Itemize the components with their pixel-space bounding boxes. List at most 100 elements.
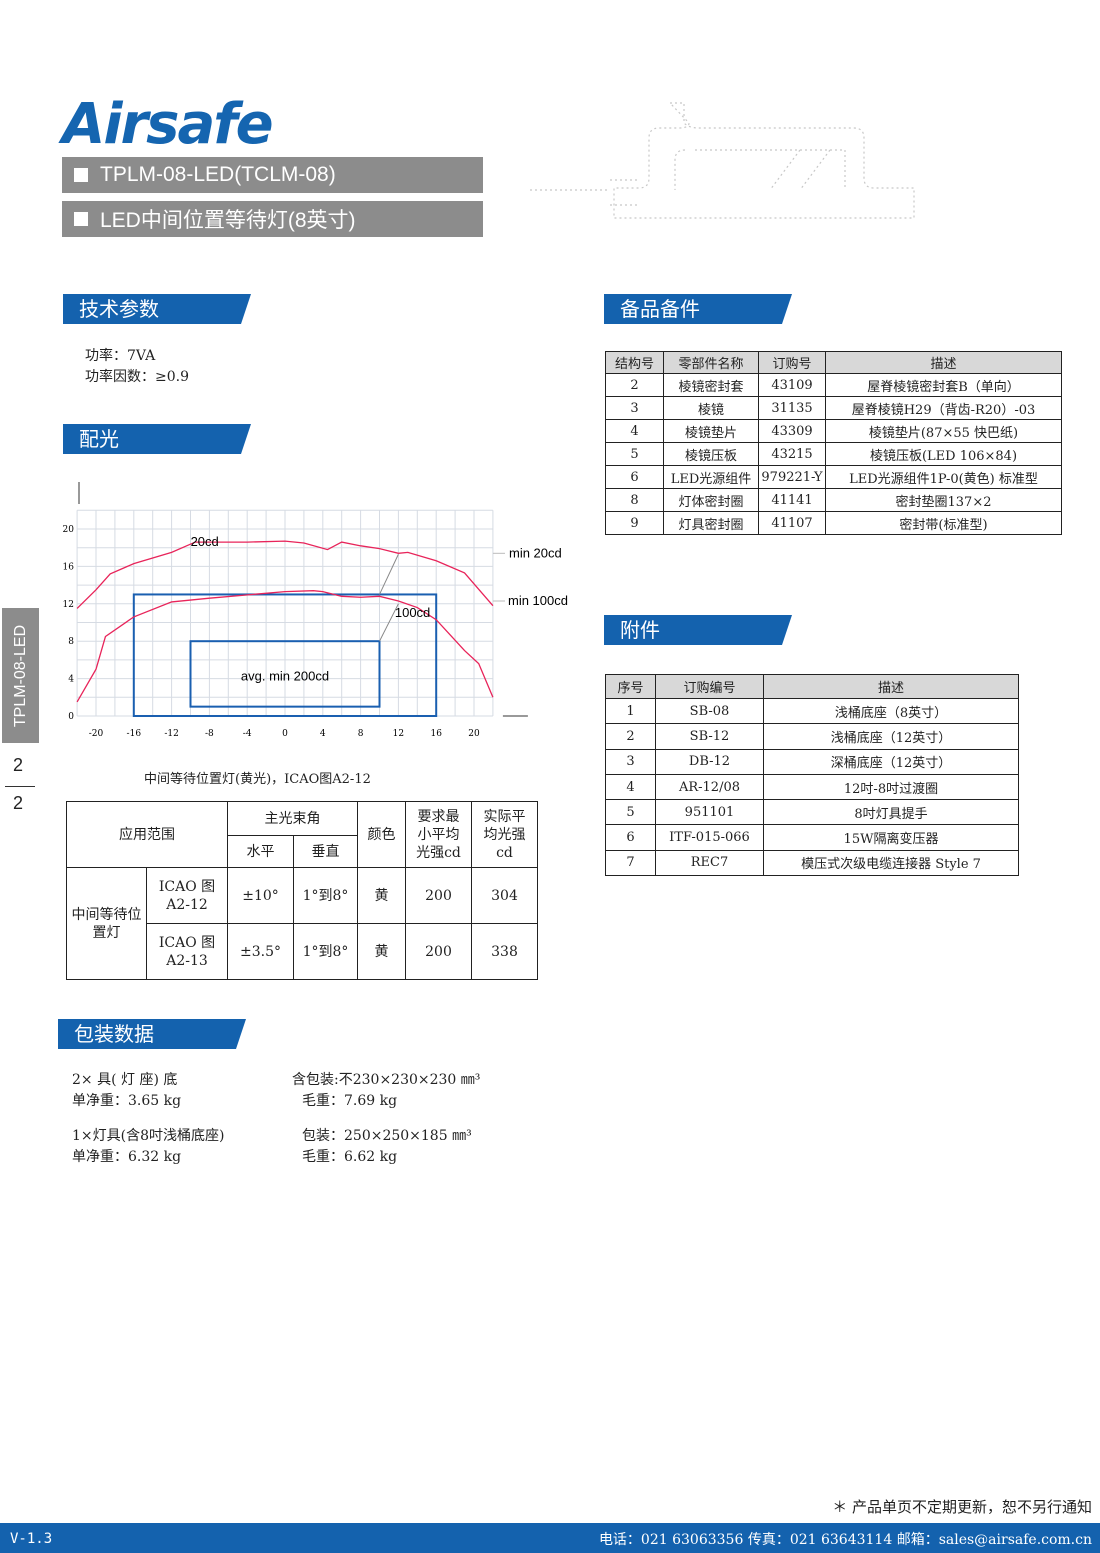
v-cell: 1°到8° [293, 867, 358, 924]
x-tick-label: 12 [393, 729, 404, 739]
airsafe-logo: Airsafe [62, 92, 274, 157]
requirement-box [189, 640, 381, 708]
x-tick-label: -20 [89, 729, 104, 739]
y-tick-label: 4 [68, 675, 74, 685]
section-spares: 备品备件 [604, 294, 792, 324]
x-tick-label: -8 [205, 729, 214, 739]
table-cell: REC7 [655, 849, 764, 877]
h-cell: ±3.5° [227, 923, 294, 980]
table-cell: 深桶底座（12英寸） [763, 748, 1019, 775]
airfield-layout-diagram [530, 102, 915, 219]
table-cell: 6 [605, 824, 656, 851]
model-banner: TPLM-08-LED(TCLM-08) [62, 157, 483, 193]
leader-line [379, 603, 399, 642]
pack-b-desc: 1×灯具(含8吋浅桶底座) [72, 1128, 225, 1144]
series-line-100cd [76, 590, 494, 703]
footer-bar: V-1.3 电话：021 63063356 传真：021 63643114 邮箱… [0, 1523, 1100, 1553]
table-cell: 模压式次级电缆连接器 Style 7 [763, 849, 1019, 877]
table-cell: 951101 [655, 799, 764, 826]
col-header: 结构号 [605, 351, 664, 374]
header-color: 颜色 [357, 801, 406, 868]
table-cell: 2 [605, 373, 664, 397]
col-header: 零部件名称 [663, 351, 759, 374]
chart-caption: 中间等待位置灯(黄光)，ICAO图A2-12 [144, 772, 371, 787]
table-cell: LED光源组件1P-0(黄色) 标准型 [825, 465, 1062, 489]
col-header: 订购号 [758, 351, 826, 374]
x-tick-label: 8 [358, 729, 364, 739]
chart-annotation: 100cd [395, 605, 430, 620]
fig-cell: ICAO 图A2-12 [146, 867, 228, 924]
side-tab-label: TPLM-08-LED [11, 624, 29, 727]
table-cell: 43215 [758, 442, 826, 466]
y-tick-label: 8 [68, 637, 74, 647]
header-scope: 应用范围 [66, 801, 228, 868]
table-cell: 2 [605, 723, 656, 750]
pack-a-net: 单净重：3.65 kg [72, 1093, 182, 1109]
table-cell: 4 [605, 419, 664, 443]
pack-a-desc: 2× 具( 灯 座) 底 [72, 1072, 178, 1088]
table-cell: 3 [605, 748, 656, 775]
pack-a-gross: 毛重：7.69 kg [302, 1093, 398, 1109]
tech-params: 功率：7VA 功率因数：≥0.9 [85, 346, 189, 388]
table-cell: 8吋灯具提手 [763, 799, 1019, 826]
table-cell: LED光源组件 [663, 465, 759, 489]
table-cell: 1 [605, 697, 656, 725]
col-header: 订购编号 [655, 674, 764, 699]
color-cell: 黄 [357, 923, 406, 980]
fig-cell: ICAO 图A2-13 [146, 923, 228, 980]
x-tick-label: -12 [164, 729, 179, 739]
col-header: 序号 [605, 674, 656, 699]
table-cell: 43309 [758, 419, 826, 443]
y-tick-label: 12 [63, 600, 74, 610]
y-tick-label: 16 [63, 562, 75, 572]
table-cell: 棱镜垫片(87×55 快巴纸) [825, 419, 1062, 443]
page-number: 2 [13, 755, 24, 775]
table-cell: 5 [605, 442, 664, 466]
req-cell: 200 [405, 867, 472, 924]
table-cell: 12吋-8吋过渡圈 [763, 773, 1019, 801]
pack-b-size: 包装：250×250×185 ㎜³ [302, 1128, 472, 1144]
table-cell: 31135 [758, 396, 826, 420]
x-tick-label: 4 [320, 729, 326, 739]
square-bullet-icon [74, 168, 88, 182]
leader-line [379, 554, 399, 595]
section-packing: 包装数据 [58, 1019, 246, 1049]
table-cell: DB-12 [655, 748, 764, 775]
chart-annotation: min 20cd [509, 545, 562, 560]
table-cell: 7 [605, 849, 656, 877]
table-cell: SB-12 [655, 723, 764, 750]
y-tick-label: 20 [63, 525, 75, 535]
update-notice: ＊ 产品单页不定期更新，恕不另行通知 [832, 1498, 1092, 1516]
pack-b-net: 单净重：6.32 kg [72, 1149, 182, 1165]
pack-b-gross: 毛重：6.62 kg [302, 1149, 398, 1165]
h-cell: ±10° [227, 867, 294, 924]
table-cell: 5 [605, 799, 656, 826]
product-name-banner: LED中间位置等待灯(8英寸) [62, 201, 483, 237]
table-cell: 3 [605, 396, 664, 420]
table-cell: 8 [605, 488, 664, 512]
x-tick-label: -16 [127, 729, 142, 739]
x-tick-label: 0 [282, 729, 288, 739]
act-cell: 304 [471, 867, 538, 924]
table-cell: SB-08 [655, 697, 764, 725]
header-required: 要求最小平均光强cd [405, 801, 472, 868]
table-cell: 棱镜压板(LED 106×84) [825, 442, 1062, 466]
table-cell: 4 [605, 773, 656, 801]
section-accessories: 附件 [604, 615, 792, 645]
x-tick-label: 16 [430, 729, 442, 739]
table-cell: 密封带(标准型) [825, 511, 1062, 535]
series-line-20cd [76, 540, 494, 609]
square-bullet-icon [74, 212, 88, 226]
power: 功率：7VA [85, 348, 156, 364]
model-title: TPLM-08-LED(TCLM-08) [100, 163, 336, 186]
